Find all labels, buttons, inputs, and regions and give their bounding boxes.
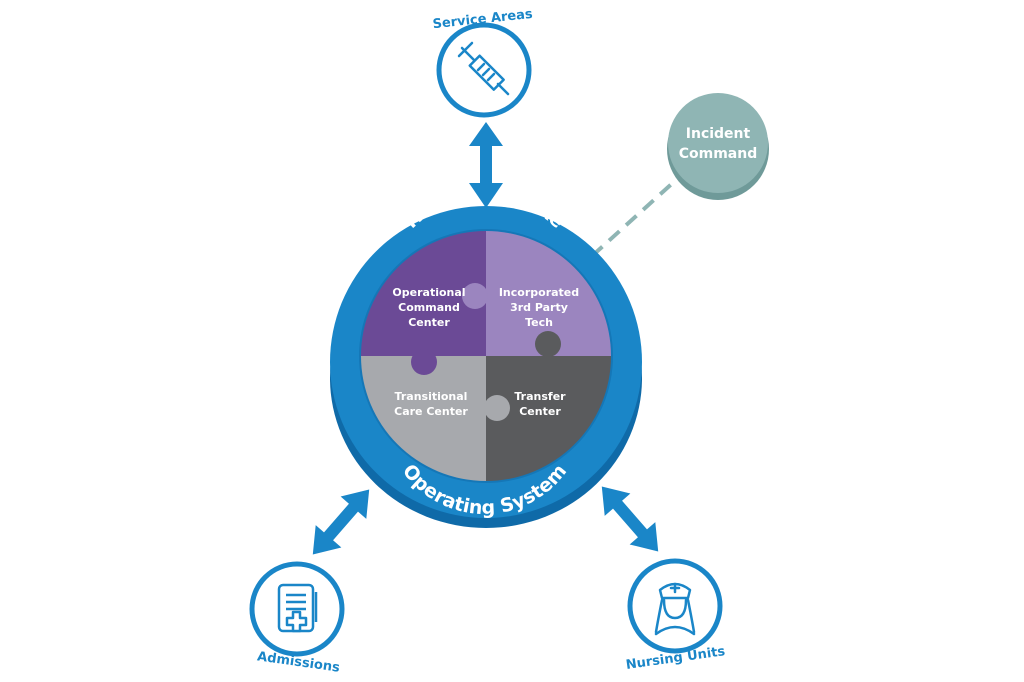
hub: Hub and Spoke Operating System Operation… [330, 181, 642, 528]
q4-line-1: Transfer [514, 390, 566, 403]
q2-line-3: Tech [525, 316, 553, 329]
nursing-units-node: Nursing Units [625, 558, 726, 673]
syringe-icon [457, 41, 510, 96]
q3-line-1: Transitional [395, 390, 468, 403]
incident-line-2: Command [679, 146, 758, 162]
medical-clipboard-icon [277, 583, 318, 633]
puzzle-knob-bottom [484, 395, 510, 421]
arrow-admissions [312, 489, 370, 555]
q3-line-2: Care Center [394, 405, 468, 418]
q1-line-3: Center [408, 316, 450, 329]
q1-line-1: Operational [392, 286, 465, 299]
arrow-nursing-units [601, 486, 659, 552]
q2-line-1: Incorporated [499, 286, 579, 299]
service-areas-circle [436, 22, 532, 118]
arrow-service-areas [469, 122, 503, 208]
puzzle-knob-top [462, 283, 488, 309]
nurse-icon [654, 582, 696, 636]
nursing-units-circle [627, 558, 723, 654]
admissions-node: Admissions [249, 561, 345, 676]
puzzle-knob-right [535, 331, 561, 357]
incident-command-node: Incident Command [667, 93, 769, 200]
incident-command-circle [668, 93, 768, 193]
q4-line-2: Center [519, 405, 561, 418]
q1-line-2: Command [398, 301, 460, 314]
puzzle-knob-left [411, 349, 437, 375]
incident-line-1: Incident [686, 126, 751, 142]
incident-dashed-connector [590, 178, 678, 258]
q2-line-2: 3rd Party [510, 301, 568, 314]
service-areas-node: Service Areas [432, 7, 534, 118]
